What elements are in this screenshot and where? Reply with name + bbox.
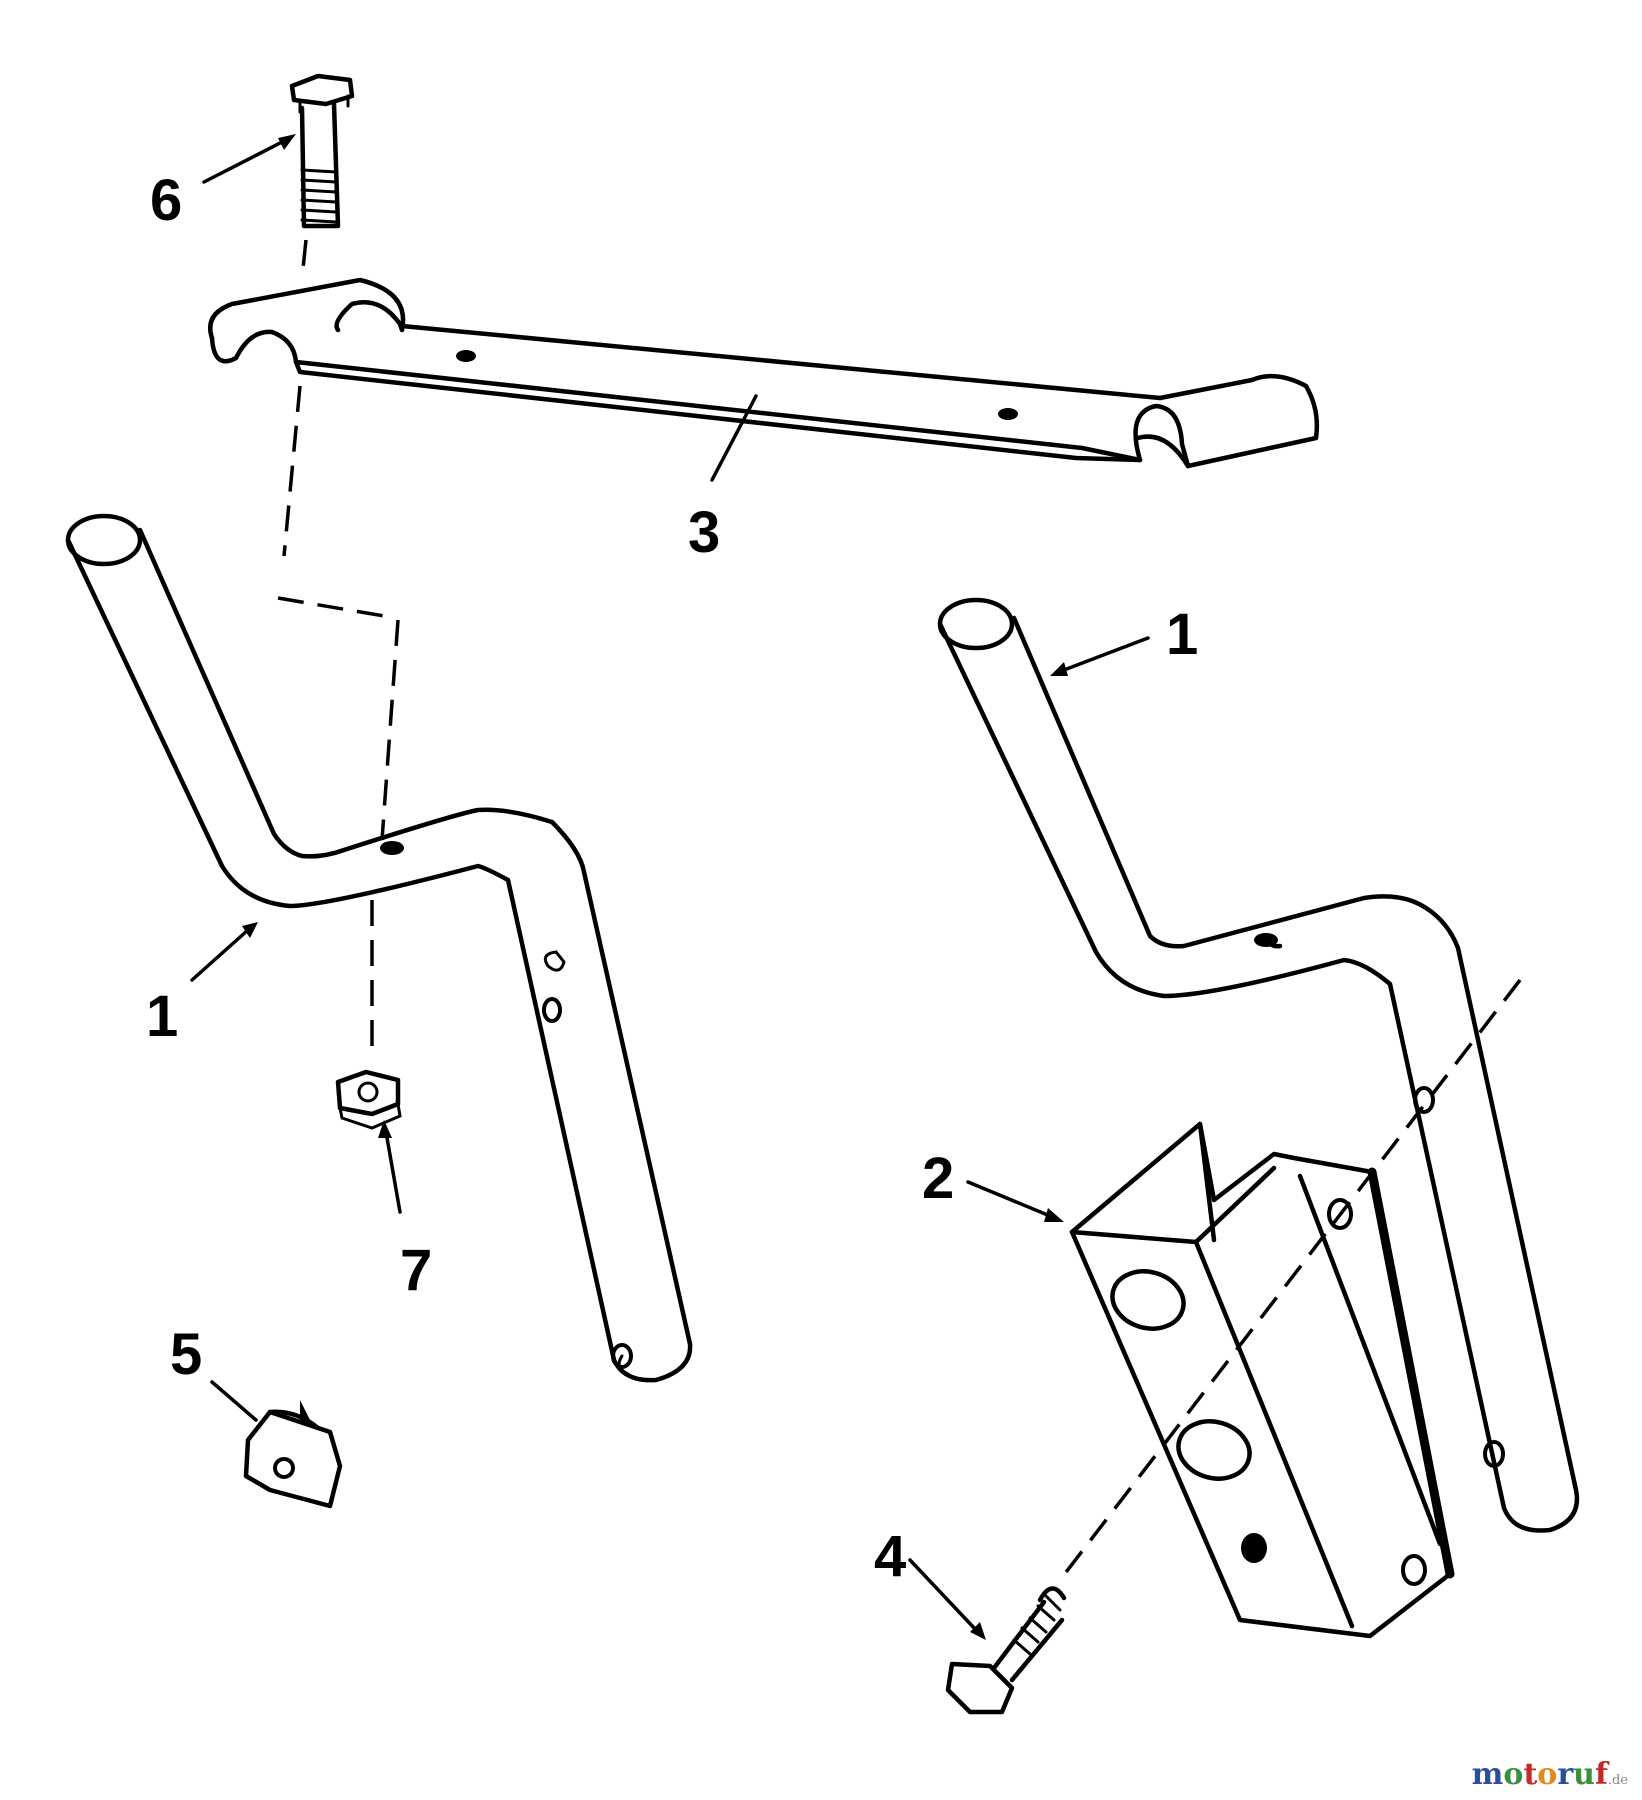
nut-part-7 — [335, 1069, 402, 1130]
watermark-text: motoruf — [1472, 1757, 1608, 1792]
callout-7: 7 — [400, 1238, 432, 1303]
watermark-letter: o — [1503, 1757, 1524, 1792]
watermark-letter: f — [1594, 1757, 1608, 1792]
watermark-letter: t — [1523, 1757, 1538, 1792]
callout-1-right: 1 — [1166, 602, 1198, 667]
watermark-tld: .de — [1607, 1773, 1628, 1788]
watermark-letter: r — [1557, 1757, 1574, 1792]
watermark-letter: m — [1471, 1757, 1504, 1792]
crossbar-part-3 — [208, 277, 1320, 469]
handle-left-part-1 — [65, 513, 693, 1383]
callout-1-left: 1 — [146, 984, 178, 1049]
handle-right-part-1 — [937, 597, 1580, 1533]
callout-4: 4 — [874, 1524, 906, 1589]
watermark-logo: motoruf.de — [1472, 1757, 1628, 1792]
leader-lines — [190, 134, 1150, 1640]
callout-3: 3 — [688, 500, 720, 565]
callout-2: 2 — [922, 1146, 954, 1211]
bolt-part-6 — [289, 73, 355, 279]
assembly-line-screw — [1058, 978, 1522, 1582]
watermark-letter: u — [1573, 1757, 1595, 1792]
callout-5: 5 — [170, 1322, 202, 1387]
bracket-part-2 — [1069, 1121, 1455, 1639]
callout-6: 6 — [150, 168, 182, 233]
callout-labels: 6 3 1 1 7 5 2 4 — [146, 168, 1198, 1589]
assembly-line-bolt — [277, 385, 400, 1050]
clip-part-5 — [243, 1400, 343, 1509]
watermark-letter: o — [1537, 1757, 1558, 1792]
screw-part-4 — [945, 1586, 1067, 1715]
